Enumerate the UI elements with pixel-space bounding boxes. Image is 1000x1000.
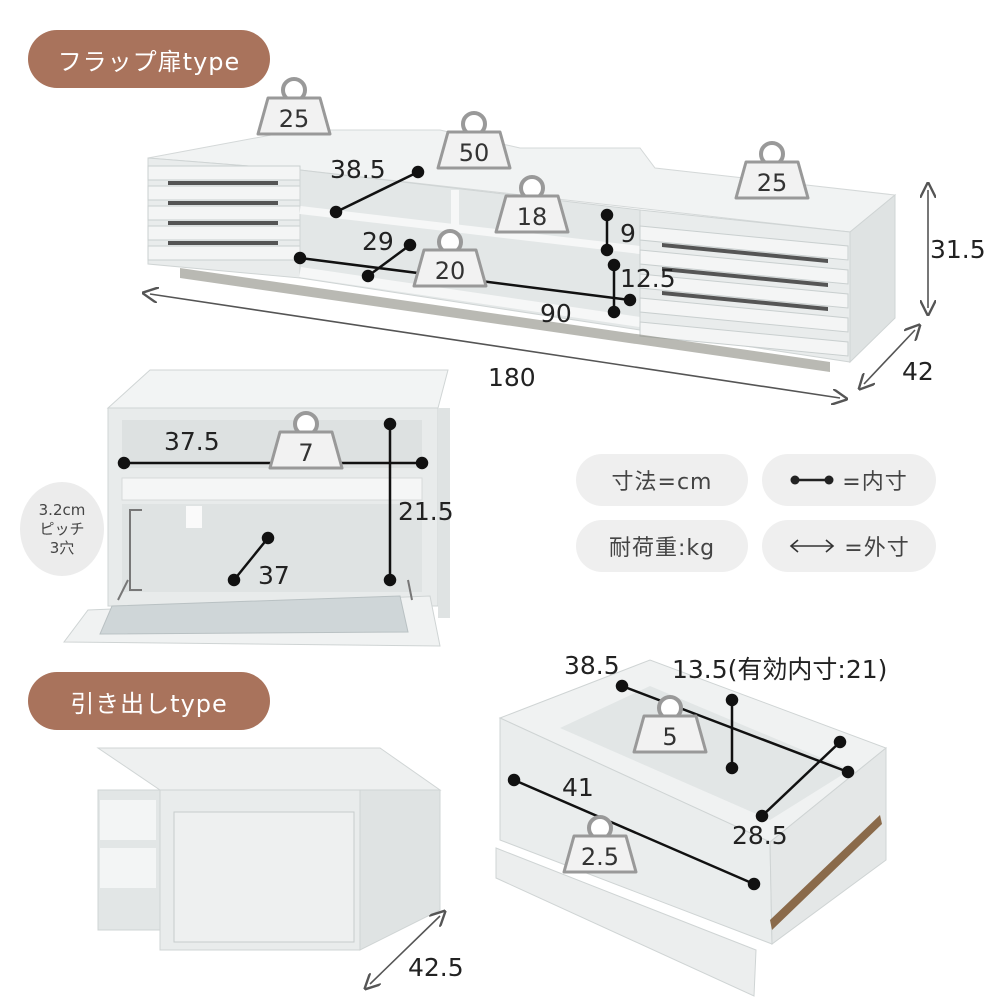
- dimension-label: 37: [258, 561, 290, 590]
- flap-door-illustration: [63, 369, 450, 647]
- weight-label: 50: [459, 139, 490, 167]
- pitch-note-line: ピッチ: [39, 519, 85, 538]
- dimension-label: 180: [488, 363, 536, 392]
- dimension-label: 12.5: [620, 264, 676, 293]
- dimension-label: 42: [902, 357, 934, 386]
- legend-load: 耐荷重:kg: [576, 520, 748, 572]
- pitch-note-line: 3.2cm: [38, 500, 86, 519]
- flap-type-heading: フラップ扉type: [28, 30, 270, 88]
- dimension-label: 38.5: [330, 155, 386, 184]
- dimension-label: 42.5: [408, 953, 464, 982]
- dimension-label: 28.5: [732, 821, 788, 850]
- drawer-box-illustration: [495, 659, 887, 997]
- pitch-note-badge: 3.2cm ピッチ 3穴: [20, 482, 104, 576]
- weight-label: 5: [662, 723, 677, 751]
- dimension-label: 13.5(有効内寸:21): [672, 655, 887, 684]
- dimension-label: 31.5: [930, 235, 986, 264]
- dimension-label: 9: [620, 219, 636, 248]
- legend-inner-text: =内寸: [842, 470, 908, 495]
- dimension-label: 29: [362, 227, 394, 256]
- drawer-type-heading: 引き出しtype: [28, 672, 270, 730]
- dimension-label: 38.5: [564, 651, 620, 680]
- dimension-label: 37.5: [164, 427, 220, 456]
- dimension-label: 41: [562, 773, 594, 802]
- outer-dimension-icon: [790, 539, 835, 553]
- drawer-type-title: 引き出しtype: [70, 689, 228, 718]
- legend-inner: =内寸: [762, 454, 936, 506]
- flap-type-title: フラップ扉type: [57, 47, 241, 76]
- pitch-note-line: 3穴: [49, 538, 75, 557]
- weight-label: 7: [298, 439, 313, 467]
- dimension-label: 90: [540, 299, 572, 328]
- legend-load-text: 耐荷重:kg: [608, 536, 716, 561]
- legend-units-text: 寸法=cm: [611, 470, 713, 495]
- weight-label: 20: [435, 257, 466, 285]
- weight-label: 25: [757, 169, 788, 197]
- legend-outer: =外寸: [762, 520, 936, 572]
- dimension-label: 21.5: [398, 497, 454, 526]
- inner-dimension-icon: [790, 475, 834, 485]
- weight-label: 25: [279, 105, 310, 133]
- weight-label: 18: [517, 203, 548, 231]
- drawer-board-illustration: [96, 747, 442, 951]
- legend-outer-text: =外寸: [844, 536, 910, 561]
- weight-label: 2.5: [581, 843, 619, 871]
- legend-units: 寸法=cm: [576, 454, 748, 506]
